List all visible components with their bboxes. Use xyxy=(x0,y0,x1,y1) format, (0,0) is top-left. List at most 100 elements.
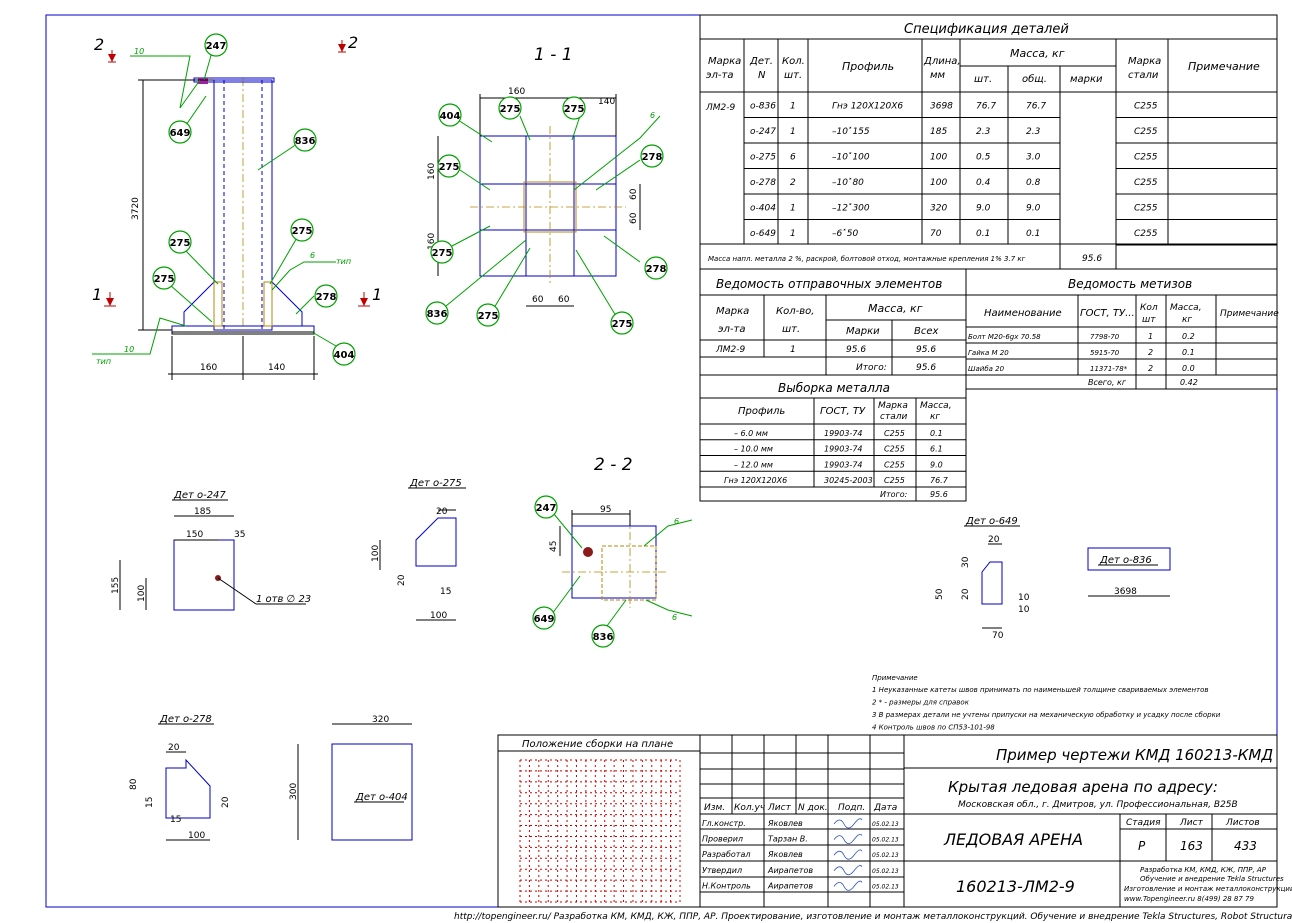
section-1-1-title: 1 - 1 xyxy=(534,45,573,65)
spec-cell: 70 xyxy=(930,229,942,239)
spec-h-marki: марки xyxy=(1070,74,1103,85)
spec-cell: 2 xyxy=(790,178,796,188)
sign-date: 05.02.13 xyxy=(872,837,899,844)
dim-100: 100 xyxy=(137,585,147,602)
dim-30: 30 xyxy=(961,556,971,568)
metal-h-profile: Профиль xyxy=(738,406,785,417)
dim-15: 15 xyxy=(440,587,451,597)
stamp-h-stage: Стадия xyxy=(1126,818,1161,828)
dim-45: 45 xyxy=(549,541,559,552)
metal-profile: – 6.0 мм xyxy=(734,429,768,438)
metal-steel: С255 xyxy=(884,476,905,485)
spec-h-kol2: шт. xyxy=(784,70,802,81)
spec-cell: С255 xyxy=(1134,127,1158,137)
shipping-row-kol: 1 xyxy=(790,345,796,355)
note-line: 3 В размерах детали не учтены припуски н… xyxy=(872,711,1221,719)
spec-cell: 1 xyxy=(790,127,796,137)
metal-profile: – 10.0 мм xyxy=(734,445,773,454)
dim-160: 160 xyxy=(427,163,437,180)
metal-mass: 9.0 xyxy=(930,460,943,469)
signature-scribble xyxy=(833,849,863,860)
stamp-h-sheet: Лист xyxy=(1179,818,1204,828)
spec-h-obsh: общ. xyxy=(1022,73,1047,85)
sign-role: Гл.констр. xyxy=(702,819,746,828)
spec-h-steel: Марка xyxy=(1128,56,1161,67)
metal-steel: С255 xyxy=(884,445,905,454)
weld-typ-elev: тип xyxy=(336,257,351,266)
dim-60: 60 xyxy=(532,295,544,305)
dim-140: 140 xyxy=(598,97,615,107)
bubble-275: 275 xyxy=(170,238,191,249)
spec-cell: 0.1 xyxy=(1026,229,1040,239)
signature-scribble xyxy=(833,818,863,829)
detail-836-title: Дет о-836 xyxy=(1099,555,1152,566)
spec-h-marka2: эл-та xyxy=(706,70,733,81)
elevation-bubbles: 247 649 836 275 275 275 278 404 xyxy=(152,33,356,366)
footer-text: http://topengineer.ru/ Разработка КМ, КМ… xyxy=(454,912,1292,922)
spec-total: 95.6 xyxy=(1082,254,1102,264)
shipping-row-m2: 95.6 xyxy=(916,345,936,355)
shipping-h-mass: Масса, кг xyxy=(868,302,923,315)
spec-cell: С255 xyxy=(1134,178,1158,188)
note-line: 4 Контроль швов по СП53-101-98 xyxy=(872,724,995,732)
metal-h-mass: Масса, xyxy=(920,401,952,411)
dim-20: 20 xyxy=(988,535,1000,545)
detail-278-title: Дет о-278 xyxy=(159,714,212,725)
spec-cell: 100 xyxy=(930,153,947,163)
cut-2-right: 2 xyxy=(348,33,358,52)
shipping-h-all: Всех xyxy=(914,326,939,337)
sign-name: Яковлев xyxy=(767,850,803,859)
dim-20: 20 xyxy=(221,796,231,808)
stamp-stage: Р xyxy=(1138,839,1146,853)
spec-h-steel2: стали xyxy=(1128,70,1159,81)
bubble-404: 404 xyxy=(440,111,461,122)
dim-70: 70 xyxy=(992,631,1004,641)
dim-140: 140 xyxy=(268,363,285,373)
dim-100: 100 xyxy=(188,831,205,841)
shipping-h-marka2: эл-та xyxy=(718,324,745,335)
spec-cell: –10˟155 xyxy=(832,126,870,137)
dim-60: 60 xyxy=(629,212,639,224)
spec-cell: 100 xyxy=(930,178,947,188)
section-2-2-bubbles: 247 649 836 xyxy=(532,495,615,648)
spec-total-note: Масса напл. металла 2 %, раскрой, болтов… xyxy=(708,255,1026,263)
spec-cell: 0.5 xyxy=(976,153,991,163)
bolt-name: Шайба 20 xyxy=(968,365,1005,373)
bolts-h-note: Примечание xyxy=(1220,309,1279,319)
bubble-247: 247 xyxy=(536,503,557,514)
bolt-gost: 7798-70 xyxy=(1090,333,1120,341)
bubble-275: 275 xyxy=(478,311,499,322)
metal-steel: С255 xyxy=(884,460,905,469)
dim-10: 10 xyxy=(1018,593,1030,603)
bubble-275: 275 xyxy=(439,162,460,173)
bubble-836: 836 xyxy=(593,632,614,643)
metal-gost: 19903-74 xyxy=(824,429,863,438)
bolts-total-label: Всего, кг xyxy=(1088,378,1127,387)
bolts-h-gost: ГОСТ, ТУ... xyxy=(1080,308,1135,319)
metal-gost: 30245-2003 xyxy=(824,476,873,485)
detail-649: Дет о-649 20 30 50 20 10 10 70 xyxy=(935,516,1030,641)
spec-cell: 185 xyxy=(930,127,947,137)
dim-150: 150 xyxy=(186,530,203,540)
metal-mass: 76.7 xyxy=(930,476,949,485)
sign-role: Проверил xyxy=(702,835,743,844)
stamp-org4: www.Topengineer.ru 8(499) 28 87 79 xyxy=(1124,895,1254,903)
spec-cell: 76.7 xyxy=(976,102,996,112)
spec-cell: о-404 xyxy=(750,204,776,214)
shipping-title: Ведомость отправочных элементов xyxy=(716,277,942,291)
dim-20: 20 xyxy=(397,574,407,586)
bolt-name: Гайка М 20 xyxy=(968,349,1009,357)
shipping-h-kol2: шт. xyxy=(782,324,800,335)
dim-35: 35 xyxy=(234,530,245,540)
stamp-h-date: Дата xyxy=(873,803,897,813)
stamp-sheet-name: ЛЕДОВАЯ АРЕНА xyxy=(943,830,1083,849)
dim-15: 15 xyxy=(145,797,155,808)
dim-50: 50 xyxy=(935,588,945,600)
spec-cell: 9.0 xyxy=(976,204,991,214)
bubble-275: 275 xyxy=(292,226,313,237)
spec-cell: 2.3 xyxy=(1026,127,1041,137)
spec-cell: о-247 xyxy=(750,127,776,137)
spec-h-note: Примечание xyxy=(1188,60,1260,73)
